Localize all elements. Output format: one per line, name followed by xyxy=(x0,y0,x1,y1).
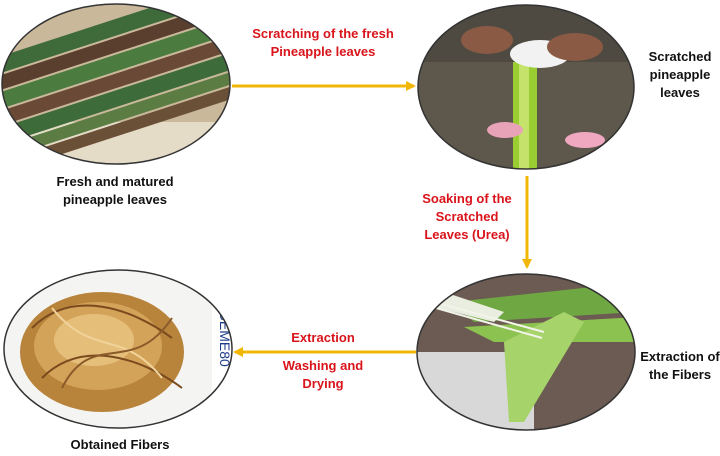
fresh-leaves-photo xyxy=(0,2,232,166)
obtained-fibers-photo: DIGEME80 xyxy=(2,268,234,430)
step-scratching-label: Scratching of the fresh Pineapple leaves xyxy=(252,25,394,61)
scratched-leaves-photo xyxy=(415,2,637,172)
fresh-leaves-caption: Fresh and matured pineapple leaves xyxy=(40,173,190,209)
fiber-extraction-photo xyxy=(414,272,638,432)
extraction-caption: Extraction of the Fibers xyxy=(640,348,720,384)
obtained-fibers-caption: Obtained Fibers xyxy=(45,436,195,454)
scratched-leaves-caption: Scratched pineapple leaves xyxy=(640,48,720,102)
step-soaking-label: Soaking of the Scratched Leaves (Urea) xyxy=(413,190,521,244)
step-extraction-label: Extraction xyxy=(262,329,384,347)
svg-text:DIGEME80: DIGEME80 xyxy=(217,296,233,367)
step-washing-label: Washing and Drying xyxy=(262,357,384,393)
